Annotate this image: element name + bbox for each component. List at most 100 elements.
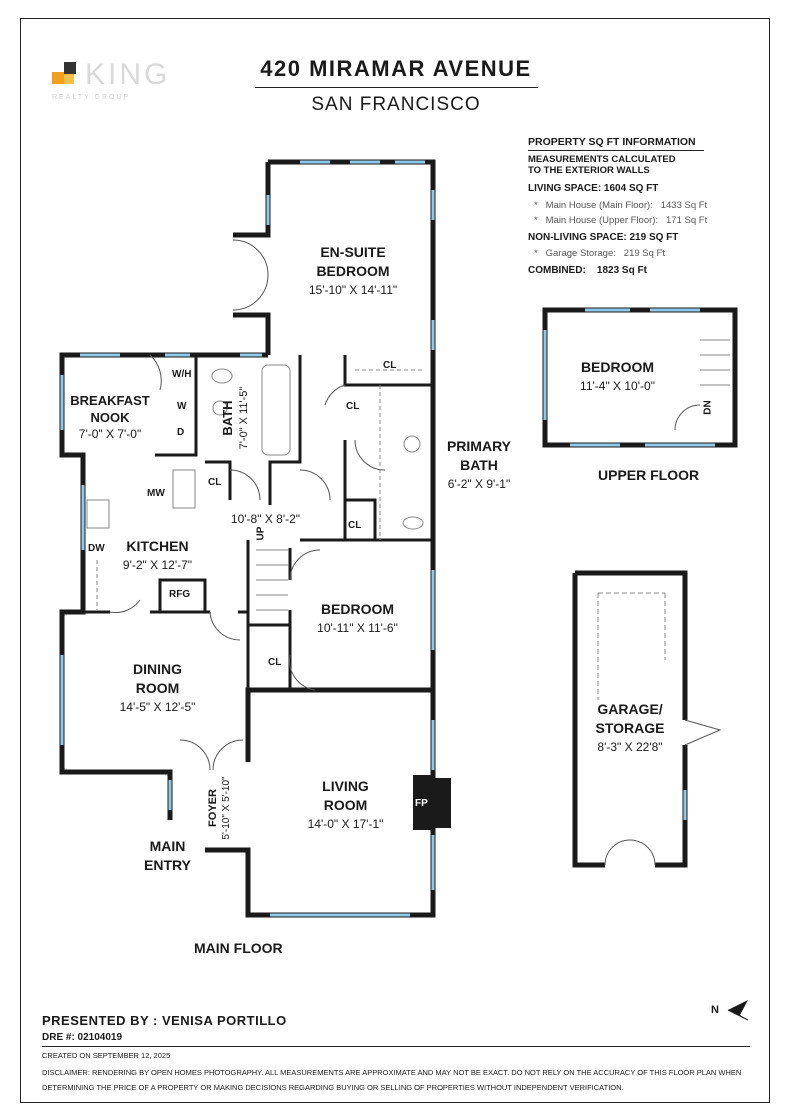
windows (60, 160, 715, 917)
room-name: ROOM (323, 797, 368, 813)
closet-label-hall: CL (208, 477, 222, 488)
bullet: * (534, 215, 538, 226)
sqft-divider (528, 150, 704, 151)
room-name: NOOK (90, 410, 130, 425)
sqft-combined: COMBINED: 1823 Sq Ft (528, 265, 647, 276)
room-name: PRIMARY (446, 438, 512, 454)
disclaimer: DISCLAIMER: RENDERING BY OPEN HOMES PHOT… (42, 1068, 742, 1092)
entry-word: ENTRY (144, 857, 191, 873)
room-dimensions: 5'-10" X 5'-10" (221, 776, 232, 840)
room-name: BEDROOM (580, 359, 655, 375)
room-dimensions: 10'-8" X 8'-2" (230, 512, 301, 526)
room-name: BREAKFAST (70, 393, 150, 408)
sqft-living: LIVING SPACE: 1604 SQ FT (528, 183, 659, 194)
stairs-up-label: UP (255, 526, 267, 541)
wall-hall (205, 460, 232, 500)
wall-garage-2 (655, 745, 688, 868)
wall-foyer (245, 687, 433, 762)
room-name: GARAGE/ (597, 701, 663, 717)
main-entry-label: MAIN ENTRY (135, 837, 200, 875)
wall-bath-east (268, 355, 302, 505)
bullet: * (534, 248, 538, 259)
room-dining: DINING ROOM 14'-5" X 12'-5" (100, 660, 215, 717)
room-name: BEDROOM (316, 263, 390, 279)
room-bedroom-main: BEDROOM 10'-11" X 11'-6" (300, 600, 415, 638)
room-dimensions: 14'-0" X 17'-1" (307, 817, 384, 831)
sqft-item-value: 219 Sq Ft (623, 248, 665, 259)
room-name: STORAGE (595, 720, 665, 736)
room-dimensions: 11'-4" X 10'-0" (580, 379, 655, 393)
room-ensuite: EN-SUITE BEDROOM 15'-10" X 14'-11" (283, 243, 423, 300)
footer-divider (42, 1046, 750, 1047)
sqft-non-living: NON-LIVING SPACE: 219 SQ FT (528, 232, 679, 243)
wall-ensuite-left (233, 162, 271, 238)
room-dimensions: 8'-3" X 22'8" (597, 740, 663, 754)
room-dimensions: 15'-10" X 14'-11" (308, 283, 398, 297)
room-foyer: FOYER 5'-10" X 5'-10" (207, 763, 233, 853)
title-divider (255, 87, 538, 88)
room-bedroom-upper: BEDROOM 11'-4" X 10'-0" (560, 358, 675, 396)
dryer-label: D (177, 427, 185, 438)
logo-square-gold (64, 74, 74, 84)
property-address: 420 MIRAMAR AVENUE (260, 56, 532, 81)
room-name: BATH (460, 457, 498, 473)
sqft-item-value: 171 Sq Ft (666, 215, 708, 226)
logo-brand: KING (85, 58, 171, 91)
fixtures-lines (86, 339, 730, 700)
room-dimensions: 9'-2" X 12'-7" (122, 558, 193, 572)
room-name: ROOM (135, 680, 180, 696)
wall-bath-block (155, 355, 198, 457)
room-bath: BATH 7'-0" X 11'-5" (220, 378, 252, 458)
room-dimensions: 7'-0" X 7'-0" (78, 427, 142, 441)
sqft-note-line2: TO THE EXTERIOR WALLS (528, 165, 650, 176)
room-name: LIVING (322, 778, 369, 794)
sqft-item-label: Main House (Upper Floor): (545, 215, 659, 226)
sqft-living-item-main: * Main House (Main Floor): 1433 Sq Ft (534, 200, 707, 211)
microwave-label: MW (147, 488, 165, 499)
room-dimensions: 10'-11" X 11'-6" (317, 621, 398, 635)
logo-square-orange (52, 72, 64, 84)
compass-icon (727, 1000, 749, 1021)
sqft-non-living-item: * Garage Storage: 219 Sq Ft (534, 248, 665, 259)
room-primary-bath: PRIMARY BATH 6'-2" X 9'-1" (434, 437, 524, 494)
property-city: SAN FRANCISCO (311, 94, 481, 115)
doors (109, 239, 722, 866)
closet-label-bath: CL (348, 520, 362, 531)
room-name: FOYER (207, 789, 219, 827)
room-name: KITCHEN (126, 538, 189, 554)
wall-garage-3 (572, 573, 605, 868)
wall-ensuite-left2 (233, 312, 271, 355)
room-name: BATH (220, 400, 235, 436)
page-frame (20, 18, 770, 1103)
fireplace-label: FP (415, 798, 428, 809)
water-heater-label: W/H (172, 369, 192, 380)
room-hall: 10'-8" X 8'-2" (218, 510, 313, 529)
compass-letter: N (711, 1004, 719, 1016)
dishwasher-label: DW (88, 543, 105, 554)
room-dimensions: 7'-0" X 11'-5" (238, 386, 250, 450)
room-name: EN-SUITE (320, 244, 386, 260)
sqft-living-item-upper: * Main House (Upper Floor): 171 Sq Ft (534, 215, 707, 226)
sqft-item-value: 1433 Sq Ft (660, 200, 708, 211)
sqft-combined-label: COMBINED: (528, 265, 586, 276)
refrigerator-label: RFG (169, 589, 191, 600)
room-living: LIVING ROOM 14'-0" X 17'-1" (288, 777, 403, 834)
closet-label-ensuite: CL (383, 360, 397, 371)
logo-tagline: REALTY GROUP (52, 94, 131, 101)
dre-number: DRE #: 02104019 (42, 1032, 123, 1043)
sqft-item-label: Garage Storage: (545, 248, 616, 259)
floor-upper-label: UPPER FLOOR (598, 467, 700, 483)
sqft-note: MEASUREMENTS CALCULATED TO THE EXTERIOR … (528, 154, 708, 176)
fireplace (413, 775, 451, 830)
sqft-combined-value: 1823 Sq Ft (596, 265, 647, 276)
room-name: DINING (133, 661, 182, 677)
entry-word: MAIN (149, 838, 186, 854)
closet-label-primary: CL (346, 401, 360, 412)
sqft-heading: PROPERTY SQ FT INFORMATION (528, 136, 696, 148)
created-date: CREATED ON SEPTEMBER 12, 2025 (42, 1051, 171, 1060)
logo-square-dark (64, 62, 76, 74)
sqft-item-label: Main House (Main Floor): (545, 200, 653, 211)
wall-garage (575, 570, 688, 720)
washer-label: W (177, 401, 187, 412)
room-kitchen: KITCHEN 9'-2" X 12'-7" (105, 537, 210, 575)
